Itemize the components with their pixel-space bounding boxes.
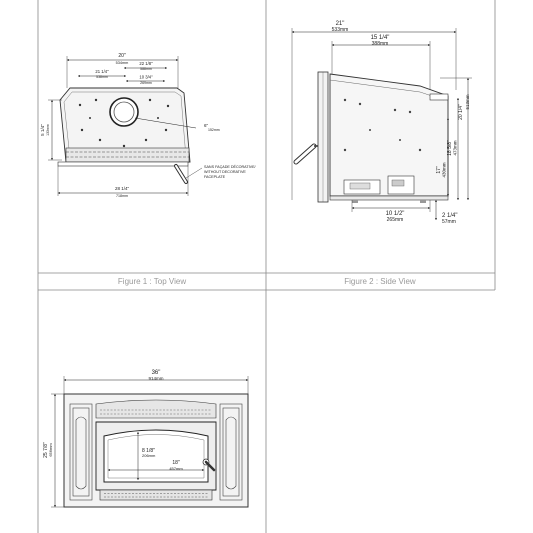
side-body-depth-dim: 15 1/4" 388mm <box>331 35 431 95</box>
panel-grid <box>37 0 496 533</box>
side-flue-height-mm: 473mm <box>453 140 458 155</box>
front-top-grille <box>95 399 217 419</box>
front-height-in: 25 7/8" <box>43 442 49 458</box>
front-ash-lip <box>99 489 213 501</box>
side-body-depth-mm: 388mm <box>372 41 389 47</box>
top-depth-dim: 5 1/4" 133mm <box>40 99 62 161</box>
front-glass-width-in: 18" <box>172 460 180 466</box>
front-height-mm: 656mm <box>48 443 53 457</box>
front-glass-height-in: 8 1/8" <box>142 448 155 454</box>
side-flue-height-in: 18 5/8" <box>447 140 453 156</box>
top-flue-center-dim: 10 3/4" 269mm <box>126 75 165 85</box>
top-depth-in: 5 1/4" <box>40 124 45 136</box>
side-overall-depth-dim: 21" 533mm <box>291 21 457 200</box>
side-overall-depth-in: 21" <box>336 21 345 27</box>
front-width-dim: 36" 914mm <box>63 370 249 394</box>
side-leg-height-mm: 57mm <box>442 219 456 225</box>
front-width-mm: 914mm <box>148 376 163 381</box>
front-glass-width-dim: 18" 457mm <box>108 460 204 471</box>
top-depth-mm: 133mm <box>46 124 50 136</box>
top-flue-offset-mm: 538mm <box>96 75 108 79</box>
top-overall-width-dim: 20" 534mm <box>66 53 179 88</box>
side-leg-height-in: 2 1/4" <box>442 213 457 219</box>
top-base-width-in: 28 1/4" <box>115 186 130 191</box>
side-view: 21" 533mm 15 1/4" 388mm <box>291 21 472 225</box>
side-overall-height-mm: 513mm <box>465 94 470 109</box>
side-body-height-dim: 17" 430mm <box>436 118 449 196</box>
front-width-in: 36" <box>152 370 161 376</box>
top-base-width-dim: 28 1/4" 718mm <box>57 166 189 198</box>
figure-2-caption: Figure 2 : Side View <box>344 277 416 286</box>
side-overall-depth-mm: 533mm <box>332 27 349 33</box>
side-body-height-in: 17" <box>436 166 442 174</box>
top-overall-width-in: 20" <box>118 53 126 59</box>
note-line-2: WITHOUT DECORATIVE <box>204 170 246 174</box>
front-glass-height-mm: 206mm <box>142 453 156 458</box>
side-leg-depth-in: 10 1/2" <box>386 211 405 217</box>
front-view: 36" 914mm 25 7/8" 656mm <box>43 370 249 508</box>
front-glass-height-dim: 8 1/8" 206mm <box>137 432 156 480</box>
side-flue-height-dim: 18 5/8" 473mm <box>447 98 459 200</box>
top-base-width-mm: 718mm <box>116 194 128 198</box>
side-leg-depth-mm: 265mm <box>387 217 404 223</box>
top-view: 20" 534mm 22 1/8" 588mm 21 1/4" 538mm 10… <box>40 53 257 198</box>
side-leg-depth-dim: 10 1/2" 265mm <box>351 200 431 223</box>
top-flue-center-in: 10 3/4" <box>139 75 153 80</box>
flue-diameter-leader: 6" 152mm <box>134 117 220 132</box>
top-inner-width-dim: 22 1/8" 588mm <box>124 61 167 71</box>
bolt-holes <box>78 98 170 148</box>
flue-diameter-in: 6" <box>204 123 209 128</box>
front-side-panels <box>69 403 243 501</box>
top-base-plate <box>57 161 189 167</box>
top-flue-offset-dim: 21 1/4" 538mm <box>78 69 126 79</box>
side-body-depth-in: 15 1/4" <box>371 35 390 41</box>
front-door-handle <box>202 458 216 472</box>
top-flue-center-mm: 269mm <box>140 81 152 85</box>
faceplate-note: SANS FAÇADE DÉCORATIVE/ WITHOUT DECORATI… <box>185 164 257 179</box>
side-overall-height-in: 20 1/4" <box>458 104 464 120</box>
front-height-dim: 25 7/8" 656mm <box>43 393 64 508</box>
side-leg-height-dim: 2 1/4" 57mm <box>435 200 457 225</box>
side-body-height-mm: 430mm <box>442 162 447 177</box>
flue-diameter-mm: 152mm <box>208 128 220 132</box>
top-inner-width-mm: 588mm <box>140 67 152 71</box>
side-handle <box>293 143 318 165</box>
top-overall-width-mm: 534mm <box>116 61 129 65</box>
top-flue-offset-in: 21 1/4" <box>95 69 109 74</box>
note-line-1: SANS FAÇADE DÉCORATIVE/ <box>204 164 257 169</box>
figure-1-caption: Figure 1 : Top View <box>118 277 186 286</box>
side-body-details <box>343 98 422 152</box>
front-glass-width-mm: 457mm <box>169 466 183 471</box>
note-line-3: FACEPLATE <box>204 175 226 179</box>
side-overall-height-dim: 20 1/4" 513mm <box>440 77 472 200</box>
top-inner-width-in: 22 1/8" <box>139 61 153 66</box>
